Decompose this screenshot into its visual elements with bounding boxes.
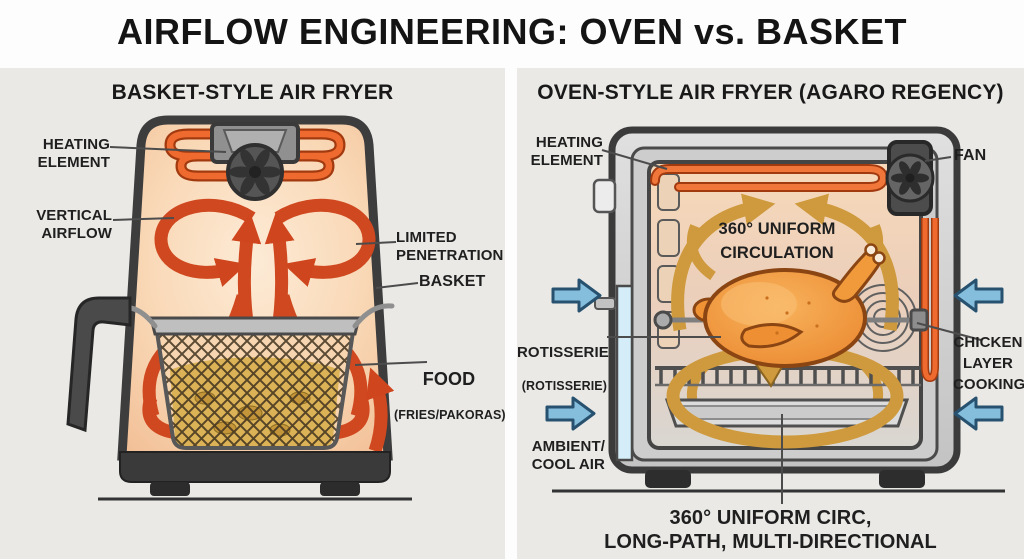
left-panel-heading: BASKET-STYLE AIR FRYER (111, 81, 394, 104)
right-panel-heading: OVEN-STYLE AIR FRYER (AGARO REGENCY) (537, 81, 1004, 104)
label-rotisserie-main: ROTISSERIE (517, 343, 609, 361)
basket-air-fryer-illustration (66, 115, 428, 501)
leader-lines (109, 146, 428, 366)
fryer-base (119, 451, 391, 483)
heating-coil (164, 128, 346, 182)
oven-style-panel: OVEN-STYLE AIR FRYER (AGARO REGENCY) HEA… (517, 68, 1024, 559)
label-limited-penetration: LIMITED PENETRATION (396, 229, 504, 264)
label-vertical-airflow: VERTICAL AIRFLOW (36, 207, 112, 242)
door-pin (594, 297, 616, 310)
cool-air-strip (615, 284, 634, 462)
label-food-sub: (FRIES/PAKORAS) (394, 407, 506, 422)
page-title: AIRFLOW ENGINEERING: OVEN vs. BASKET (116, 11, 908, 52)
cool-air-arrows (545, 278, 1004, 431)
label-food: FOOD (FRIES/PAKORAS) (394, 351, 506, 440)
fryer-handle (66, 296, 132, 433)
rotisserie-chicken (692, 243, 886, 368)
label-basket: BASKET (419, 273, 486, 290)
fan-icon (885, 140, 935, 216)
basket (117, 303, 395, 450)
label-circulation: 360° UNIFORM CIRCULATION (718, 220, 836, 262)
label-fan: FAN (954, 147, 987, 164)
leader-lines (601, 149, 982, 504)
heating-coil (650, 164, 889, 192)
label-heating-element: HEATING ELEMENT (37, 136, 110, 171)
label-bottom-caption: 360° UNIFORM CIRC, LONG-PATH, MULTI-DIRE… (604, 507, 937, 553)
label-food-main: FOOD (422, 368, 476, 389)
label-ambient-cool-air: AMBIENT/ COOL AIR (531, 438, 605, 473)
door-knob (592, 178, 617, 214)
fan-icon (210, 122, 300, 201)
side-heating-element (921, 218, 939, 383)
drip-tray (664, 398, 910, 428)
basket-style-panel: BASKET-STYLE AIR FRYER HEATING ELEMENT V… (0, 68, 506, 559)
label-chicken-layer: CHICKEN LAYER COOKING (953, 334, 1024, 393)
oven-air-fryer-illustration (545, 126, 1005, 504)
label-heating-element-oven: HEATING ELEMENT (530, 134, 603, 169)
label-rotisserie: ROTISSERIE (ROTISSERIE) (517, 326, 609, 412)
label-rotisserie-sub: (ROTISSERIE) (521, 379, 607, 394)
